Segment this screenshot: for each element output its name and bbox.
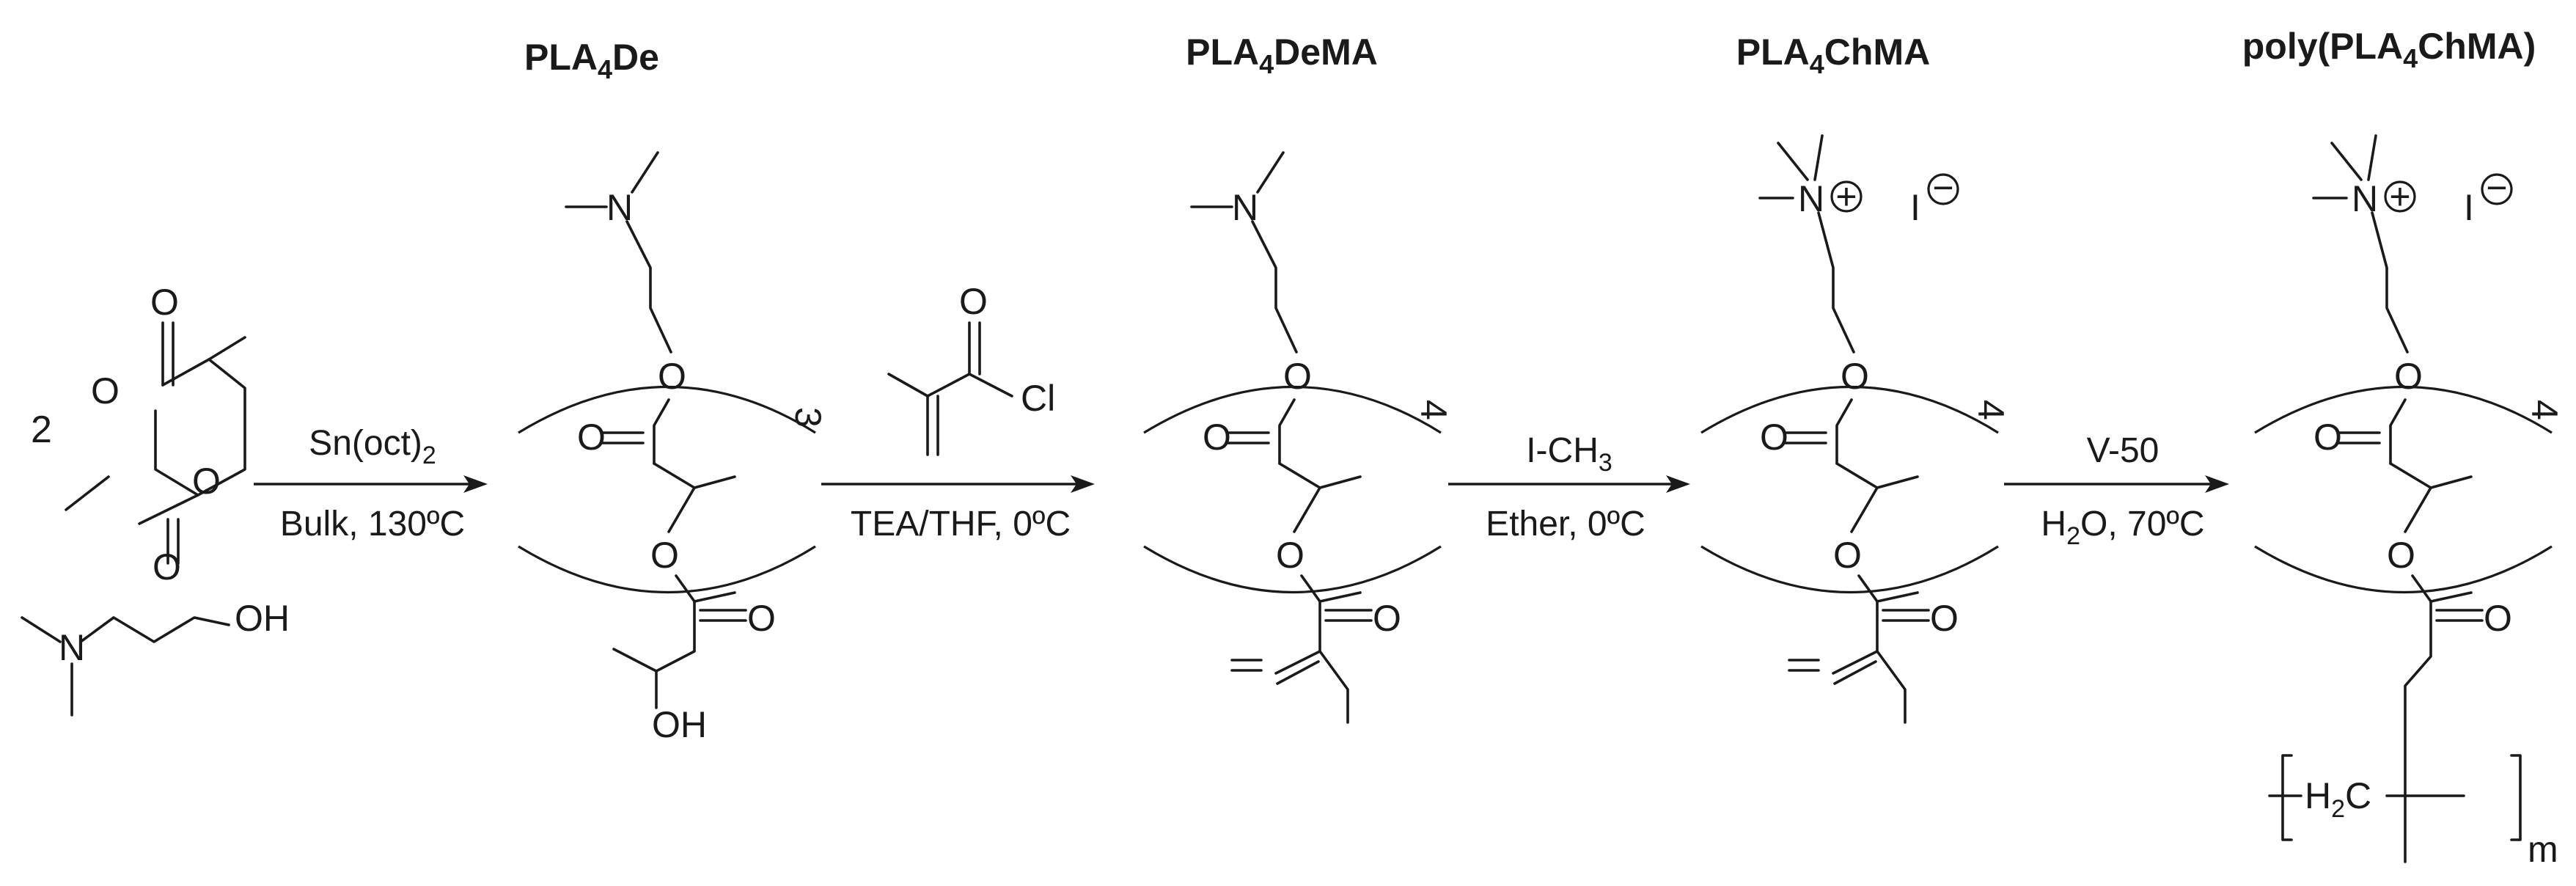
mac-o: O [959,281,988,322]
dmae-structure: N OH [21,598,290,717]
poly-cation-circle [2384,180,2416,213]
dmae-n: N [59,627,85,668]
lactide-structure: 2 O O O O [31,282,246,587]
poly-anion-circle [2481,173,2513,205]
methacryloyl-chloride: O Cl [887,281,1055,456]
pla4chma-o-link: O [1833,535,1862,576]
pla4de-o-ether: O [658,356,686,397]
step3-arrow [1448,475,1690,493]
lactide-o-right: O [192,461,221,502]
pla4de-o-carbonyl1: O [577,417,606,458]
pla4dema-structure: N O 4 O O O [1143,151,1454,724]
pla4de-repeat-n: 3 [788,407,829,428]
pla4dema-repeat-n: 4 [1413,400,1454,420]
poly-degree-m: m [2528,829,2558,870]
poly-pla4chma-structure: N + I − O 4 O O O H2C m [2254,134,2565,870]
pla4dema-o-carbonyl2: O [1373,598,1401,639]
pla4de-n: N [606,187,633,228]
step1-conditions: Bulk, 130ºC [280,505,465,543]
step1-catalyst: Sn(oct)2 [309,424,436,469]
step4-conditions: H2O, 70ºC [2041,505,2204,550]
stoich-coefficient: 2 [31,409,52,451]
poly-o-link: O [2387,535,2415,576]
pla4chma-structure: N + I − O 4 O O O [1700,134,2011,724]
pla4dema-o-ether: O [1283,356,1312,397]
poly-h2c: H2C [2305,775,2371,823]
lactide-o-top: O [150,282,179,323]
pla4chma-minus: − [1932,167,1953,208]
poly-o-carbonyl2: O [2484,598,2512,639]
pla4dema-o-carbonyl1: O [1203,417,1231,458]
pla4de-o-carbonyl2: O [747,598,776,639]
pla4chma-o-carbonyl2: O [1930,598,1959,639]
poly-minus: − [2486,167,2507,208]
pla4dema-o-link: O [1276,535,1304,576]
pla4dema-n: N [1232,187,1258,228]
step4-arrow [2004,475,2229,493]
pla4chma-iodide: I [1910,187,1920,228]
step2-arrow [821,475,1095,493]
title-pla4dema: PLA4DeMA [1186,32,1378,79]
pla4chma-o-ether: O [1841,356,1869,397]
title-pla4chma: PLA4ChMA [1736,32,1930,79]
pla4chma-n: N [1798,178,1824,219]
pla4chma-repeat-n: 4 [1970,400,2011,420]
step3-reagent: I-CH3 [1526,431,1612,477]
pla4de-structure: N O 3 O O O OH [518,151,829,745]
mac-cl: Cl [1021,378,1055,419]
dmae-oh: OH [235,598,290,639]
pla4chma-anion-circle [1927,173,1959,205]
title-poly-pla4chma: poly(PLA4ChMA) [2242,26,2536,73]
pla4chma-o-carbonyl1: O [1760,417,1788,458]
step4-initiator: V-50 [2087,431,2159,470]
poly-o-ether: O [2394,356,2423,397]
step2-conditions: TEA/THF, 0ºC [851,505,1071,543]
poly-n: N [2352,178,2378,219]
poly-repeat-n: 4 [2524,400,2565,420]
title-pla4de: PLA4De [524,37,659,84]
pla4chma-cation-circle [1830,180,1863,213]
pla4chma-plus: + [1835,176,1857,217]
pla4de-oh: OH [652,704,707,745]
lactide-o-bottom: O [153,546,181,587]
pla4de-o-link: O [650,535,679,576]
lactide-o-left: O [91,370,120,411]
step1-arrow [254,475,488,493]
poly-o-carbonyl1: O [2313,417,2342,458]
poly-plus: + [2389,176,2410,217]
poly-iodide: I [2464,187,2474,228]
step3-conditions: Ether, 0ºC [1486,505,1645,543]
